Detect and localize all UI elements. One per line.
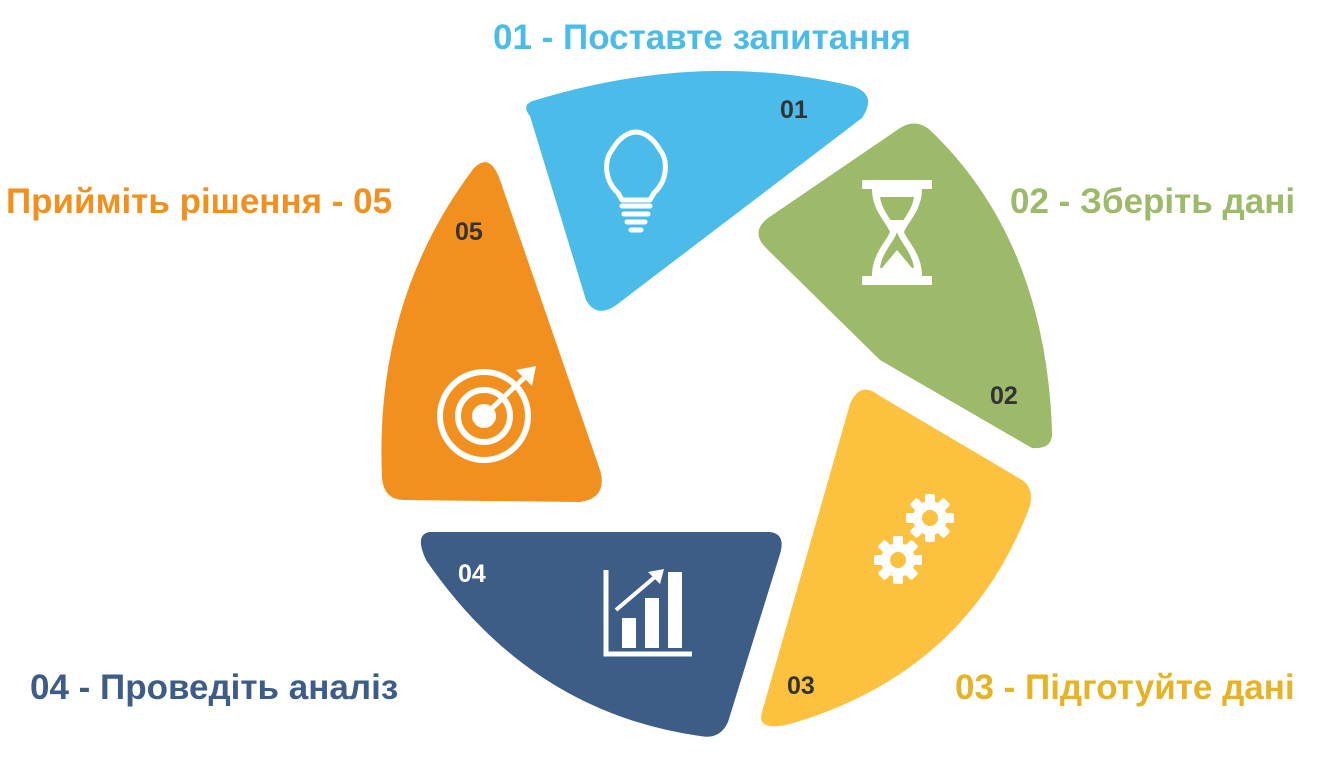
segment-02: 02 xyxy=(758,123,1053,449)
segment-05-number: 05 xyxy=(455,218,483,246)
bar-chart-icon xyxy=(603,569,692,657)
hourglass-icon xyxy=(862,180,932,285)
segment-03: 03 xyxy=(761,389,1031,727)
step-04-label: 04 - Проведіть аналіз xyxy=(30,668,399,707)
step-03-label: 03 - Підготуйте дані xyxy=(955,668,1295,707)
segment-02-shape xyxy=(758,123,1053,449)
step-01-label: 01 - Поставте запитання xyxy=(493,18,911,57)
segment-03-number: 03 xyxy=(787,672,815,700)
segment-01-number: 01 xyxy=(780,96,808,124)
gears-icon xyxy=(874,494,954,584)
step-05-label: Прийміть рішення - 05 xyxy=(6,182,393,221)
segment-01-shape xyxy=(526,70,869,311)
step-02-label: 02 - Зберіть дані xyxy=(1010,182,1296,221)
segment-01: 01 xyxy=(526,70,869,311)
segment-04-shape xyxy=(420,532,782,737)
segment-05-shape xyxy=(381,162,602,502)
segment-04: 04 xyxy=(420,532,782,737)
target-icon xyxy=(437,366,536,463)
segment-04-number: 04 xyxy=(458,560,486,588)
lightbulb-icon xyxy=(604,129,668,233)
segment-02-number: 02 xyxy=(990,382,1018,410)
segment-05: 05 xyxy=(381,162,602,502)
